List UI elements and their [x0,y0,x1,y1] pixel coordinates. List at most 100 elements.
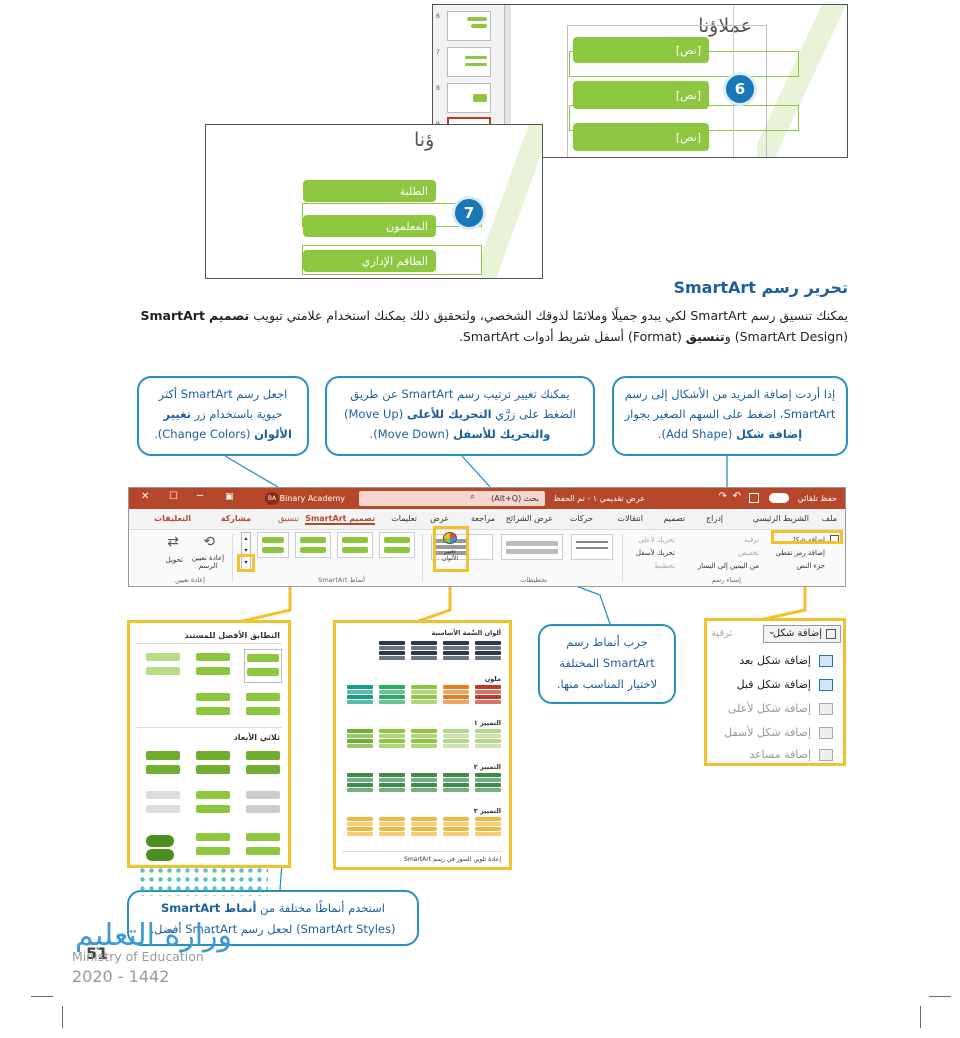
color-swatch[interactable] [475,729,501,749]
menu-add-shape-before[interactable]: إضافة شكل قبل [736,678,811,691]
share-button[interactable]: مشاركة [220,514,251,523]
convert-icon[interactable]: ⇄ [167,534,179,550]
color-swatch[interactable] [347,685,373,705]
smartart-shape[interactable]: الطاقم الإداري [303,250,436,272]
avatar[interactable]: BA [265,492,279,505]
style-swatch[interactable] [194,747,232,781]
change-colors-button[interactable]: تغيير الألوان [441,548,459,562]
style-swatch[interactable] [194,649,232,683]
smartart-shape[interactable]: [نص] [573,81,709,109]
color-swatch[interactable] [475,817,501,837]
slide-canvas[interactable]: عملاؤنا [نص] [نص] [نص] [513,5,847,157]
tab-format[interactable]: تنسيق [278,514,299,523]
smartart-shape[interactable]: الطلبة [303,180,436,202]
reset-graphic-icon[interactable]: ⟲ [203,534,215,550]
menu-add-shape-below[interactable]: إضافة شكل لأسفل [724,726,811,739]
style-swatch[interactable] [244,649,282,683]
move-down-button[interactable]: تحريك لأسفل [635,549,675,557]
tab-design[interactable]: تصميم [663,514,685,523]
promote-button[interactable]: ترقية [711,628,733,639]
color-swatch[interactable] [443,729,469,749]
color-swatch[interactable] [379,685,405,705]
tab-slideshow[interactable]: عرض الشرائح [505,514,553,523]
color-swatch[interactable] [411,729,437,749]
style-swatch[interactable] [244,787,282,821]
text-pane-button[interactable]: جزء النص [796,562,825,570]
tab-file[interactable]: ملف [821,514,837,523]
tab-smartart-design[interactable]: تصميم SmartArt [305,514,375,525]
add-shape-button[interactable]: إضافة شكل [790,536,825,544]
undo-icon[interactable]: ↶ [732,491,741,502]
color-swatch[interactable] [379,729,405,749]
search-box[interactable]: بحث (Alt+Q) ⌕ [359,491,545,506]
maximize-icon[interactable]: ☐ [169,491,178,502]
style-swatch[interactable] [244,829,282,863]
ribbon-display-icon[interactable]: ▣ [225,492,234,502]
style-swatch[interactable] [244,689,282,723]
layout-button[interactable]: تخطيط [654,562,675,570]
smartart-shape[interactable]: المعلمون [303,215,436,237]
menu-add-assistant[interactable]: إضافة مساعد [749,748,811,761]
style-swatch[interactable] [244,747,282,781]
tab-review[interactable]: مراجعة [470,514,495,523]
smartart-shape[interactable]: [نص] [573,123,709,151]
color-swatch[interactable] [475,685,501,705]
recolor-pictures-option[interactable]: إعادة تلوين الصور في رسم SmartArt [404,856,501,863]
style-swatch[interactable] [194,787,232,821]
color-swatch[interactable] [443,641,469,661]
layout-option[interactable] [571,534,613,560]
style-swatch[interactable] [144,649,182,683]
smartart-style-option[interactable] [337,532,373,558]
right-to-left-button[interactable]: من اليمين إلى اليسار [697,562,759,570]
scrollbar[interactable] [505,5,511,157]
color-swatch[interactable] [347,729,373,749]
style-swatch[interactable] [144,829,182,863]
redo-icon[interactable]: ↷ [718,491,727,502]
color-swatch[interactable] [379,817,405,837]
promote-button[interactable]: ترقية [743,536,759,544]
style-swatch[interactable] [194,689,232,723]
tab-view[interactable]: عرض [430,514,449,523]
tab-transitions[interactable]: انتقالات [617,514,643,523]
color-swatch[interactable] [347,773,373,793]
color-swatch[interactable] [475,641,501,661]
minimize-icon[interactable]: ─ [197,491,204,502]
slide-thumbnail[interactable] [447,11,491,41]
tab-help[interactable]: تعليمات [391,514,417,523]
color-swatch[interactable] [443,685,469,705]
color-swatch[interactable] [411,641,437,661]
color-swatch[interactable] [411,773,437,793]
add-bullet-button[interactable]: إضافة رمز نقطي [775,549,825,557]
convert-button[interactable]: تحويل [165,556,183,564]
color-swatch[interactable] [379,641,405,661]
close-icon[interactable]: ✕ [141,491,150,502]
menu-add-shape-above[interactable]: إضافة شكل لأعلى [727,702,811,715]
palette-icon[interactable] [443,532,457,544]
comments-button[interactable]: التعليقات [154,514,191,523]
style-swatch[interactable] [144,787,182,821]
color-swatch[interactable] [443,817,469,837]
smartart-style-option[interactable] [295,532,331,558]
autosave-toggle[interactable] [769,493,789,503]
color-swatch[interactable] [443,773,469,793]
tab-animations[interactable]: حركات [569,514,593,523]
color-swatch[interactable] [411,817,437,837]
tab-insert[interactable]: إدراج [705,514,723,523]
smartart-shape[interactable]: [نص] [573,37,709,63]
menu-add-shape-after[interactable]: إضافة شكل بعد [739,654,811,667]
reset-graphic-button[interactable]: إعادة تعيين الرسم [191,554,225,570]
layout-option[interactable] [501,534,563,560]
move-up-button[interactable]: تحريك لأعلى [638,536,675,544]
slide-thumbnail[interactable] [447,83,491,113]
color-swatch[interactable] [379,773,405,793]
save-icon[interactable] [749,493,759,503]
style-swatch[interactable] [194,829,232,863]
smartart-style-option[interactable] [379,532,415,558]
style-swatch[interactable] [144,747,182,781]
smartart-style-option[interactable] [257,532,289,558]
color-swatch[interactable] [475,773,501,793]
add-shape-split-button[interactable]: إضافة شكل ⌄ [763,625,841,643]
color-swatch[interactable] [347,817,373,837]
demote-button[interactable]: تخفيض [738,549,759,557]
slide-thumbnail[interactable] [447,47,491,77]
